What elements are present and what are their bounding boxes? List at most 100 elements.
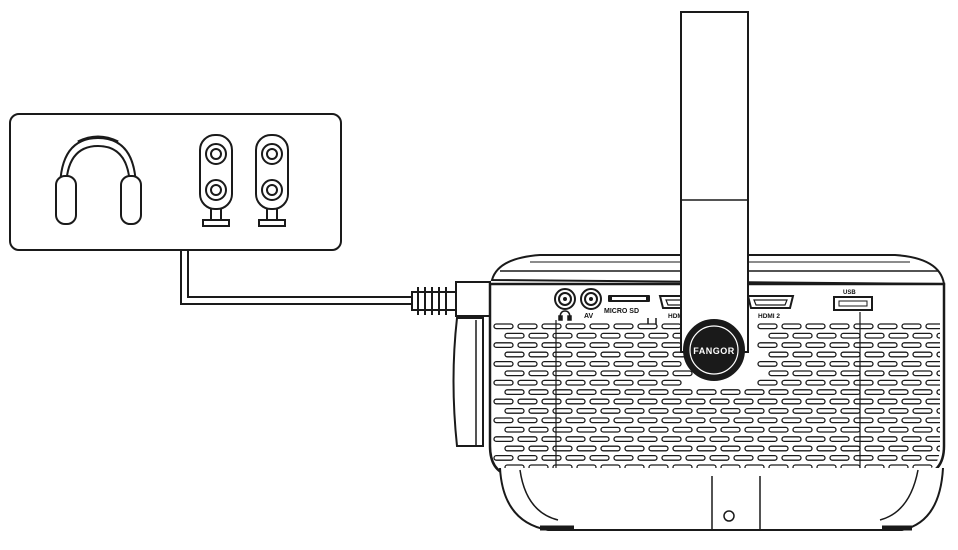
usb-label: USB — [843, 290, 856, 296]
vent-slot — [589, 417, 610, 424]
vent-slot — [493, 379, 514, 386]
vent-slot — [768, 407, 789, 414]
vent-slot — [504, 332, 525, 339]
vent-slot — [517, 417, 538, 424]
vent-slot — [600, 426, 621, 433]
vent-slot — [541, 398, 562, 405]
vent-slot — [829, 436, 850, 443]
vent-slot — [709, 417, 730, 424]
vent-slot — [565, 436, 586, 443]
vent-slot — [613, 342, 634, 349]
vent-slot — [864, 445, 885, 452]
vent-slot — [901, 454, 922, 461]
vent-slot — [925, 436, 940, 443]
vent-slot — [672, 407, 693, 414]
vent-slot — [552, 389, 573, 396]
vent-slot — [925, 323, 940, 330]
vent-slot — [757, 379, 778, 386]
vent-slot — [624, 389, 645, 396]
vent-slot — [600, 407, 621, 414]
vent-slot — [709, 398, 730, 405]
vent-slot — [877, 436, 898, 443]
vent-slot — [733, 417, 754, 424]
vent-slot — [816, 407, 837, 414]
vent-slot — [493, 454, 514, 461]
vent-slot — [757, 436, 778, 443]
vent-slot — [613, 379, 634, 386]
vent-slot — [624, 445, 645, 452]
vent-slot — [840, 332, 861, 339]
vent-slot — [757, 398, 778, 405]
vent-slot — [733, 436, 754, 443]
vent-slot — [805, 379, 826, 386]
vent-slot — [936, 407, 940, 414]
vent-slot — [504, 389, 525, 396]
vent-slot — [853, 379, 874, 386]
vent-slot — [925, 417, 940, 424]
vent-slot — [528, 407, 549, 414]
vent-slot — [648, 445, 669, 452]
vent-slot — [901, 360, 922, 367]
vent-slot — [589, 360, 610, 367]
vent-slot — [781, 454, 802, 461]
vent-slot — [792, 445, 813, 452]
vent-slot — [672, 389, 693, 396]
vent-slot — [925, 342, 940, 349]
vent-slot — [696, 426, 717, 433]
vent-slot — [517, 398, 538, 405]
vent-slot — [565, 323, 586, 330]
vent-slot — [493, 398, 514, 405]
vent-slot — [936, 370, 940, 377]
brand-logo: FANGOR — [693, 346, 735, 356]
hdmi2-label: HDMI 2 — [758, 313, 780, 320]
vent-slot — [552, 426, 573, 433]
vent-slot — [864, 351, 885, 358]
vent-slot — [829, 454, 850, 461]
vent-slot — [781, 323, 802, 330]
vent-slot — [768, 332, 789, 339]
vent-slot — [661, 436, 682, 443]
vent-slot — [576, 445, 597, 452]
vent-slot — [541, 323, 562, 330]
vent-slot — [576, 407, 597, 414]
vent-slot — [805, 436, 826, 443]
vent-slot — [528, 370, 549, 377]
vent-slot — [517, 454, 538, 461]
vent-slot — [637, 417, 658, 424]
vent-slot — [528, 332, 549, 339]
vent-slot — [696, 407, 717, 414]
vent-slot — [864, 407, 885, 414]
vent-slot — [613, 398, 634, 405]
projector-handle: FANGOR — [680, 11, 749, 381]
vent-slot — [648, 426, 669, 433]
vent-slot — [504, 445, 525, 452]
vent-slot — [864, 426, 885, 433]
vent-slot — [829, 323, 850, 330]
vent-slot — [528, 389, 549, 396]
vent-slot — [912, 426, 933, 433]
vent-slot — [576, 332, 597, 339]
vent-slot — [493, 436, 514, 443]
headphone-symbol-icon — [558, 310, 572, 321]
vent-slot — [685, 398, 706, 405]
vent-slot — [709, 454, 730, 461]
micro-sd-label: MICRO SD — [604, 308, 639, 315]
vent-slot — [912, 351, 933, 358]
vent-slot — [517, 342, 538, 349]
vent-slot — [613, 323, 634, 330]
vent-slot — [936, 351, 940, 358]
vent-slot — [528, 351, 549, 358]
vent-slot — [637, 360, 658, 367]
vent-slot — [888, 351, 909, 358]
vent-slot — [637, 379, 658, 386]
vent-slot — [504, 370, 525, 377]
vent-slot — [624, 370, 645, 377]
vent-slot — [552, 351, 573, 358]
vent-slot — [493, 417, 514, 424]
vent-slot — [589, 342, 610, 349]
vent-slot — [744, 389, 765, 396]
vent-slot — [576, 351, 597, 358]
vent-slot — [576, 389, 597, 396]
vent-slot — [528, 445, 549, 452]
vent-slot — [853, 417, 874, 424]
